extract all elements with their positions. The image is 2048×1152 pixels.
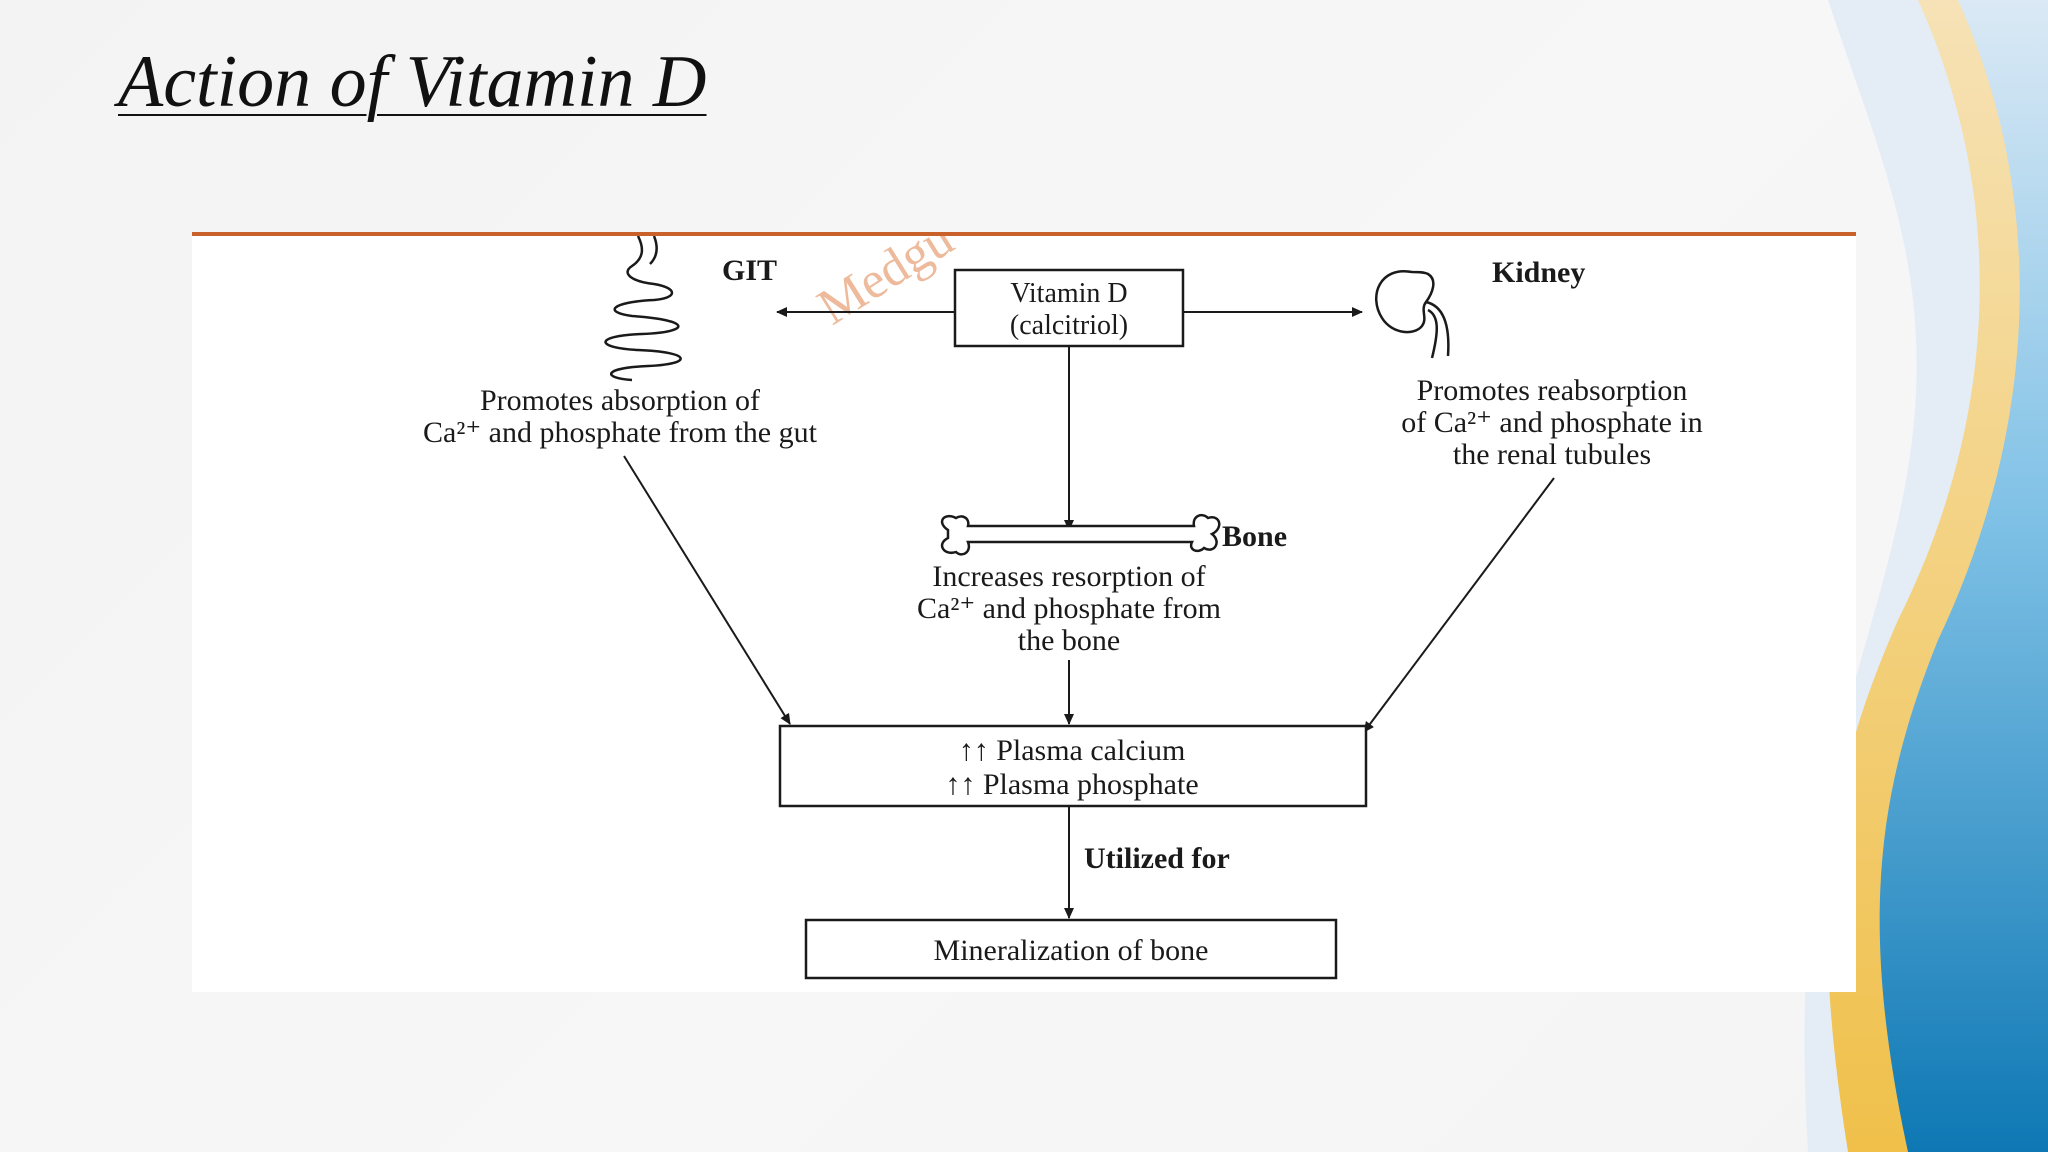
arrow-git-to-plasma bbox=[623, 455, 791, 725]
git-desc-line-2: Ca²⁺ and phosphate from the gut bbox=[423, 416, 818, 449]
decorative-curves bbox=[1804, 0, 2048, 1152]
result-box bbox=[804, 918, 1338, 980]
center-box bbox=[953, 268, 1185, 348]
intestine-icon bbox=[604, 236, 682, 382]
utilized-label: Utilized for bbox=[1084, 842, 1230, 875]
bone-label: Bone bbox=[1222, 520, 1287, 553]
vitamin-d-flow-diagram: Medgu Vitamin D (calcitriol) GIT Kidney … bbox=[423, 236, 1703, 980]
git-label: GIT bbox=[722, 254, 777, 287]
kidney-label: Kidney bbox=[1492, 256, 1585, 289]
result-text: Mineralization of bone bbox=[934, 934, 1209, 967]
watermark: Medgu bbox=[808, 236, 963, 336]
plasma-box bbox=[778, 724, 1368, 808]
kidney-desc-line-1: Promotes reabsorption bbox=[1417, 374, 1688, 407]
arrow-kidney-to-plasma bbox=[1363, 477, 1555, 733]
center-line-1: Vitamin D bbox=[1010, 278, 1127, 309]
plasma-line-2: ↑↑ Plasma phosphate bbox=[945, 768, 1198, 801]
bone-icon bbox=[940, 514, 1221, 556]
bone-desc-line-3: the bone bbox=[1018, 624, 1120, 657]
plasma-line-1: ↑↑ Plasma calcium bbox=[959, 734, 1186, 767]
kidney-icon bbox=[1375, 269, 1450, 359]
center-line-2: (calcitriol) bbox=[1010, 310, 1128, 341]
kidney-desc-line-2: of Ca²⁺ and phosphate in bbox=[1401, 406, 1702, 439]
diagram-frame: Medgu Vitamin D (calcitriol) GIT Kidney … bbox=[192, 232, 1856, 992]
kidney-desc-line-3: the renal tubules bbox=[1453, 438, 1651, 471]
bone-desc-line-2: Ca²⁺ and phosphate from bbox=[917, 592, 1221, 625]
blue-curve bbox=[1879, 0, 2048, 1152]
slide-title: Action of Vitamin D bbox=[118, 41, 707, 123]
bone-desc-line-1: Increases resorption of bbox=[932, 560, 1205, 593]
git-desc-line-1: Promotes absorption of bbox=[480, 384, 760, 417]
